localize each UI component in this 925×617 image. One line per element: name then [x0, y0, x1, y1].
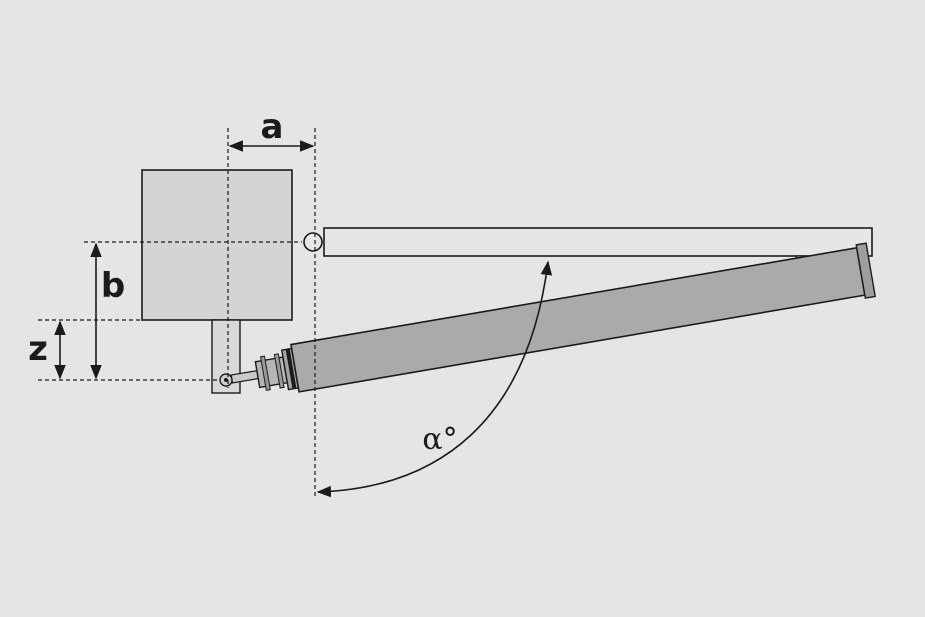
front-cap [855, 242, 877, 299]
dimension-z-label: z [28, 329, 48, 369]
pillar-block [141, 169, 293, 321]
gate-leaf [323, 227, 873, 257]
actuator-tube [290, 246, 866, 393]
dimension-a-label: a [261, 107, 284, 147]
angle-label: α° [422, 422, 457, 457]
angle-arc [316, 260, 553, 498]
dimension-b-label: b [101, 266, 125, 306]
hinge-pivot [303, 232, 323, 252]
